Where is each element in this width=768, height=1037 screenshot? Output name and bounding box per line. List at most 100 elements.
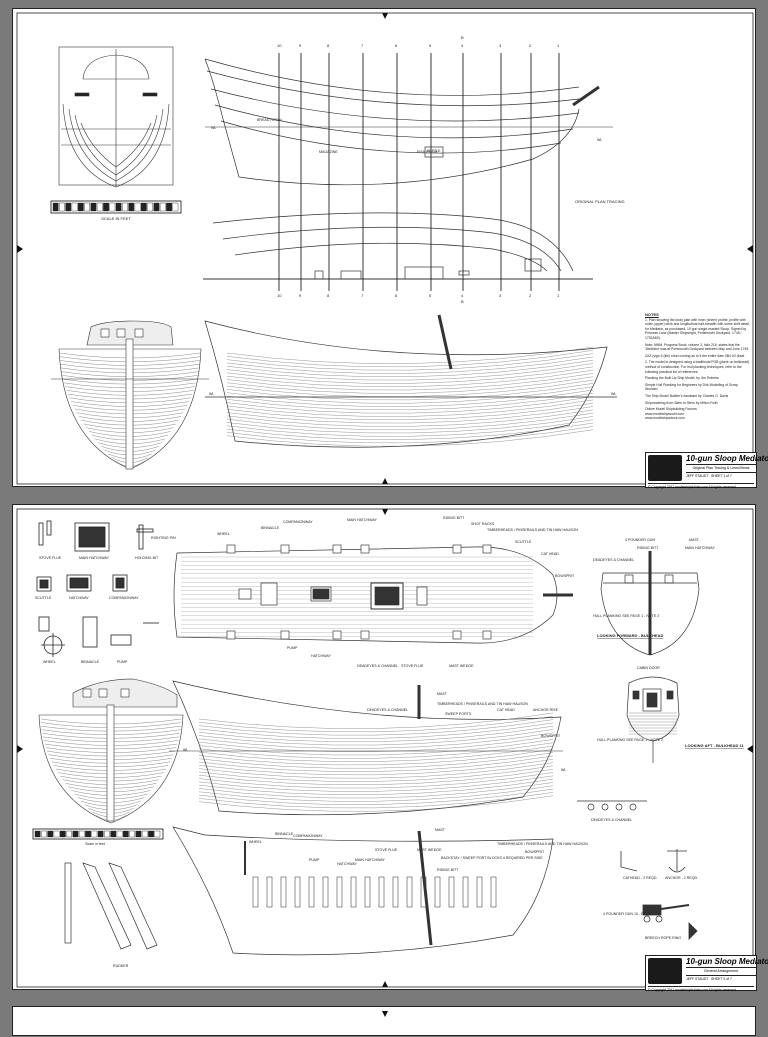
- hw-cathead: CATHEAD - 2 REQD.: [623, 876, 657, 880]
- part-stove-flue: STOVE FLUE: [39, 556, 62, 560]
- callout-label: DEADEYES & CHANNEL: [367, 708, 408, 712]
- callout-bread-room: BREAD ROOM: [257, 118, 282, 122]
- callout-label: MAIN HATCHWAY: [347, 518, 377, 522]
- callout-label: TIMBERHEADS / PINSERAILS AND TIN HAW HAU…: [497, 842, 588, 846]
- callout-label: RIDING BITT: [443, 516, 465, 520]
- body-plan-top: [58, 46, 174, 188]
- callout-label: TIMBERHEADS / PINSERAILS AND TIN HAW HAU…: [437, 702, 528, 706]
- section-aft: [626, 676, 680, 763]
- deadeyes-detail: [577, 800, 647, 811]
- station-label-top: 4: [461, 43, 464, 48]
- section-mark-top: B: [461, 35, 464, 40]
- station-label-bottom: 3: [499, 293, 502, 298]
- notes-title: NOTES: [645, 312, 659, 317]
- callout-label: MAST: [435, 828, 446, 832]
- sheet2-drawing: STOVE FLUE MAIN HATCHWAY RIGHTING PIN HO…: [16, 508, 754, 988]
- note: Shipmodeling from Stem to Stern by Milto…: [645, 400, 718, 405]
- callout-label: ANCHOR RISE: [533, 708, 559, 712]
- callout-label: CABIN DOOR: [637, 666, 660, 670]
- station-label-top: 3: [499, 43, 502, 48]
- callout-label: BOWSPRIT: [555, 574, 575, 578]
- plan-caption: ORIGINAL PLAN TRACING: [575, 199, 625, 204]
- station-label-bottom: 9: [299, 293, 302, 298]
- outboard-profile-2: [169, 680, 563, 816]
- note: www.modelshipsdeck.com: [645, 416, 685, 421]
- station-label-bottom: 4: [461, 293, 464, 298]
- callout-label: PUMP: [287, 646, 298, 650]
- note: ZAZ (sign 5 (tile) short coming as to it…: [645, 353, 746, 358]
- callout-label: MAST WEDGE: [417, 848, 442, 852]
- callout-label: SHOT RACKS: [471, 522, 495, 526]
- callout-kettle: KETTLE: [427, 149, 441, 153]
- callout-label: MAST: [689, 538, 700, 542]
- title-block-2: 10-gun Sloop Mediator General Arrangemen…: [645, 955, 768, 992]
- callout-label: MAIN HATCHWAY: [355, 858, 385, 862]
- notes-block: NOTES 1. Plan showing the body plan with…: [645, 312, 751, 421]
- copyright: © Copyright 2011 modelshipbuilder.com Al…: [648, 483, 754, 489]
- deck-fittings-parts: [36, 520, 159, 657]
- callout-label: WL: [561, 768, 566, 772]
- callout-label: CAT HEAD: [541, 552, 559, 556]
- hw-breech: BREECH ROPE RING: [645, 936, 681, 940]
- body-plan-hull-aft: [51, 320, 209, 470]
- note: www.modelshipworld.com: [645, 411, 685, 416]
- section-aft-title: LOOKING AFT - BULKHEAD 11: [685, 743, 745, 748]
- author-sheet: JEFF STAUDT SHEET 1 of 7: [686, 472, 756, 478]
- author-sheet: JEFF STAUDT SHEET 2 of 7: [686, 975, 756, 981]
- subtitle: General Arrangement: [686, 967, 756, 973]
- callout-label: COMPANIONWAY: [293, 834, 323, 838]
- title-block-1: 10-gun Sloop Mediator Original Plan Trac…: [645, 452, 768, 489]
- part-righting-pin: RIGHTING PIN: [151, 536, 176, 540]
- hardware-details: [620, 849, 698, 940]
- scale-bar-1: SCALE IN FEET: [50, 200, 182, 221]
- section-forward-title: LOOKING FORWARD - BULKHEAD: [597, 633, 663, 638]
- section-mark-bottom: B: [461, 299, 464, 304]
- hw-anchor: ANCHOR - 2 REQD.: [665, 876, 698, 880]
- note: The Ship Model Builder's Assistant by Ch…: [645, 393, 729, 398]
- callout-label: HATCHWAY: [337, 862, 357, 866]
- note: 1. Plan showing the body plan with inner…: [645, 317, 750, 340]
- part-hatchway: HATCHWAY: [69, 596, 89, 600]
- lwl-mid-right: WL: [611, 392, 616, 396]
- callout-label: HATCHWAY: [311, 654, 331, 658]
- station-label-bottom: 5: [429, 293, 432, 298]
- ship-logo-icon: [648, 958, 682, 984]
- callout-label: COMPANIONWAY: [283, 520, 313, 524]
- callout-label: MAST: [437, 692, 448, 696]
- station-label-bottom: 1: [557, 293, 560, 298]
- title: 10-gun Sloop Mediator: [686, 454, 768, 463]
- callout-label: MAST WEDGE: [449, 664, 474, 668]
- part-companionway: COMPANIONWAY: [109, 596, 139, 600]
- station-label-bottom: 10: [277, 293, 282, 298]
- note: Note: NMM, Progress Book, volume 3, foli…: [645, 342, 750, 352]
- callout-label: CAT HEAD: [497, 708, 515, 712]
- part-holding-bit: HOLDING-BIT: [135, 556, 159, 560]
- station-label-top: 10: [277, 43, 282, 48]
- plan-sheet-2: STOVE FLUE MAIN HATCHWAY RIGHTING PIN HO…: [12, 504, 768, 992]
- deadeyes-label: DEADEYES & CHANNEL: [591, 818, 632, 822]
- callout-fish-room: FISH ROOM: [417, 150, 437, 154]
- callout-label: RIDING BITT: [437, 868, 459, 872]
- hw-gun: 4 POUNDER GUN 10 - REQD.: [603, 912, 653, 916]
- lwl-label-right: WL: [597, 138, 602, 142]
- station-label-top: 8: [327, 43, 330, 48]
- callout-label: SCUTTLE: [515, 540, 532, 544]
- station-label-bottom: 8: [327, 293, 330, 298]
- callout-label: DEADEYES & CHANNEL: [593, 558, 634, 562]
- note: Simple Hull Planking for Beginners by Di…: [645, 382, 738, 392]
- station-label-top: 6: [395, 43, 398, 48]
- part-scuttle: SCUTTLE: [35, 596, 52, 600]
- part-wheel: WHEEL: [43, 660, 56, 664]
- callout-label: BACKSTAY / SWEEP PORT BLOCKS 4 REQUIRED …: [441, 856, 543, 860]
- callout-label: WHEEL: [217, 532, 230, 536]
- lwl-label-left: WL: [211, 126, 216, 130]
- outboard-profile: [204, 314, 617, 448]
- note: Online Model Shipbuilding Forums: [645, 407, 697, 412]
- station-label-top: 9: [299, 43, 302, 48]
- callout-label: MAIN HATCHWAY: [685, 546, 715, 550]
- lwl-mid-left: WL: [209, 392, 214, 396]
- station-label-bottom: 2: [529, 293, 532, 298]
- callout-label: SWEEP PORTS: [445, 712, 472, 716]
- station-label-bottom: 7: [361, 293, 364, 298]
- inboard-profile: [172, 826, 554, 956]
